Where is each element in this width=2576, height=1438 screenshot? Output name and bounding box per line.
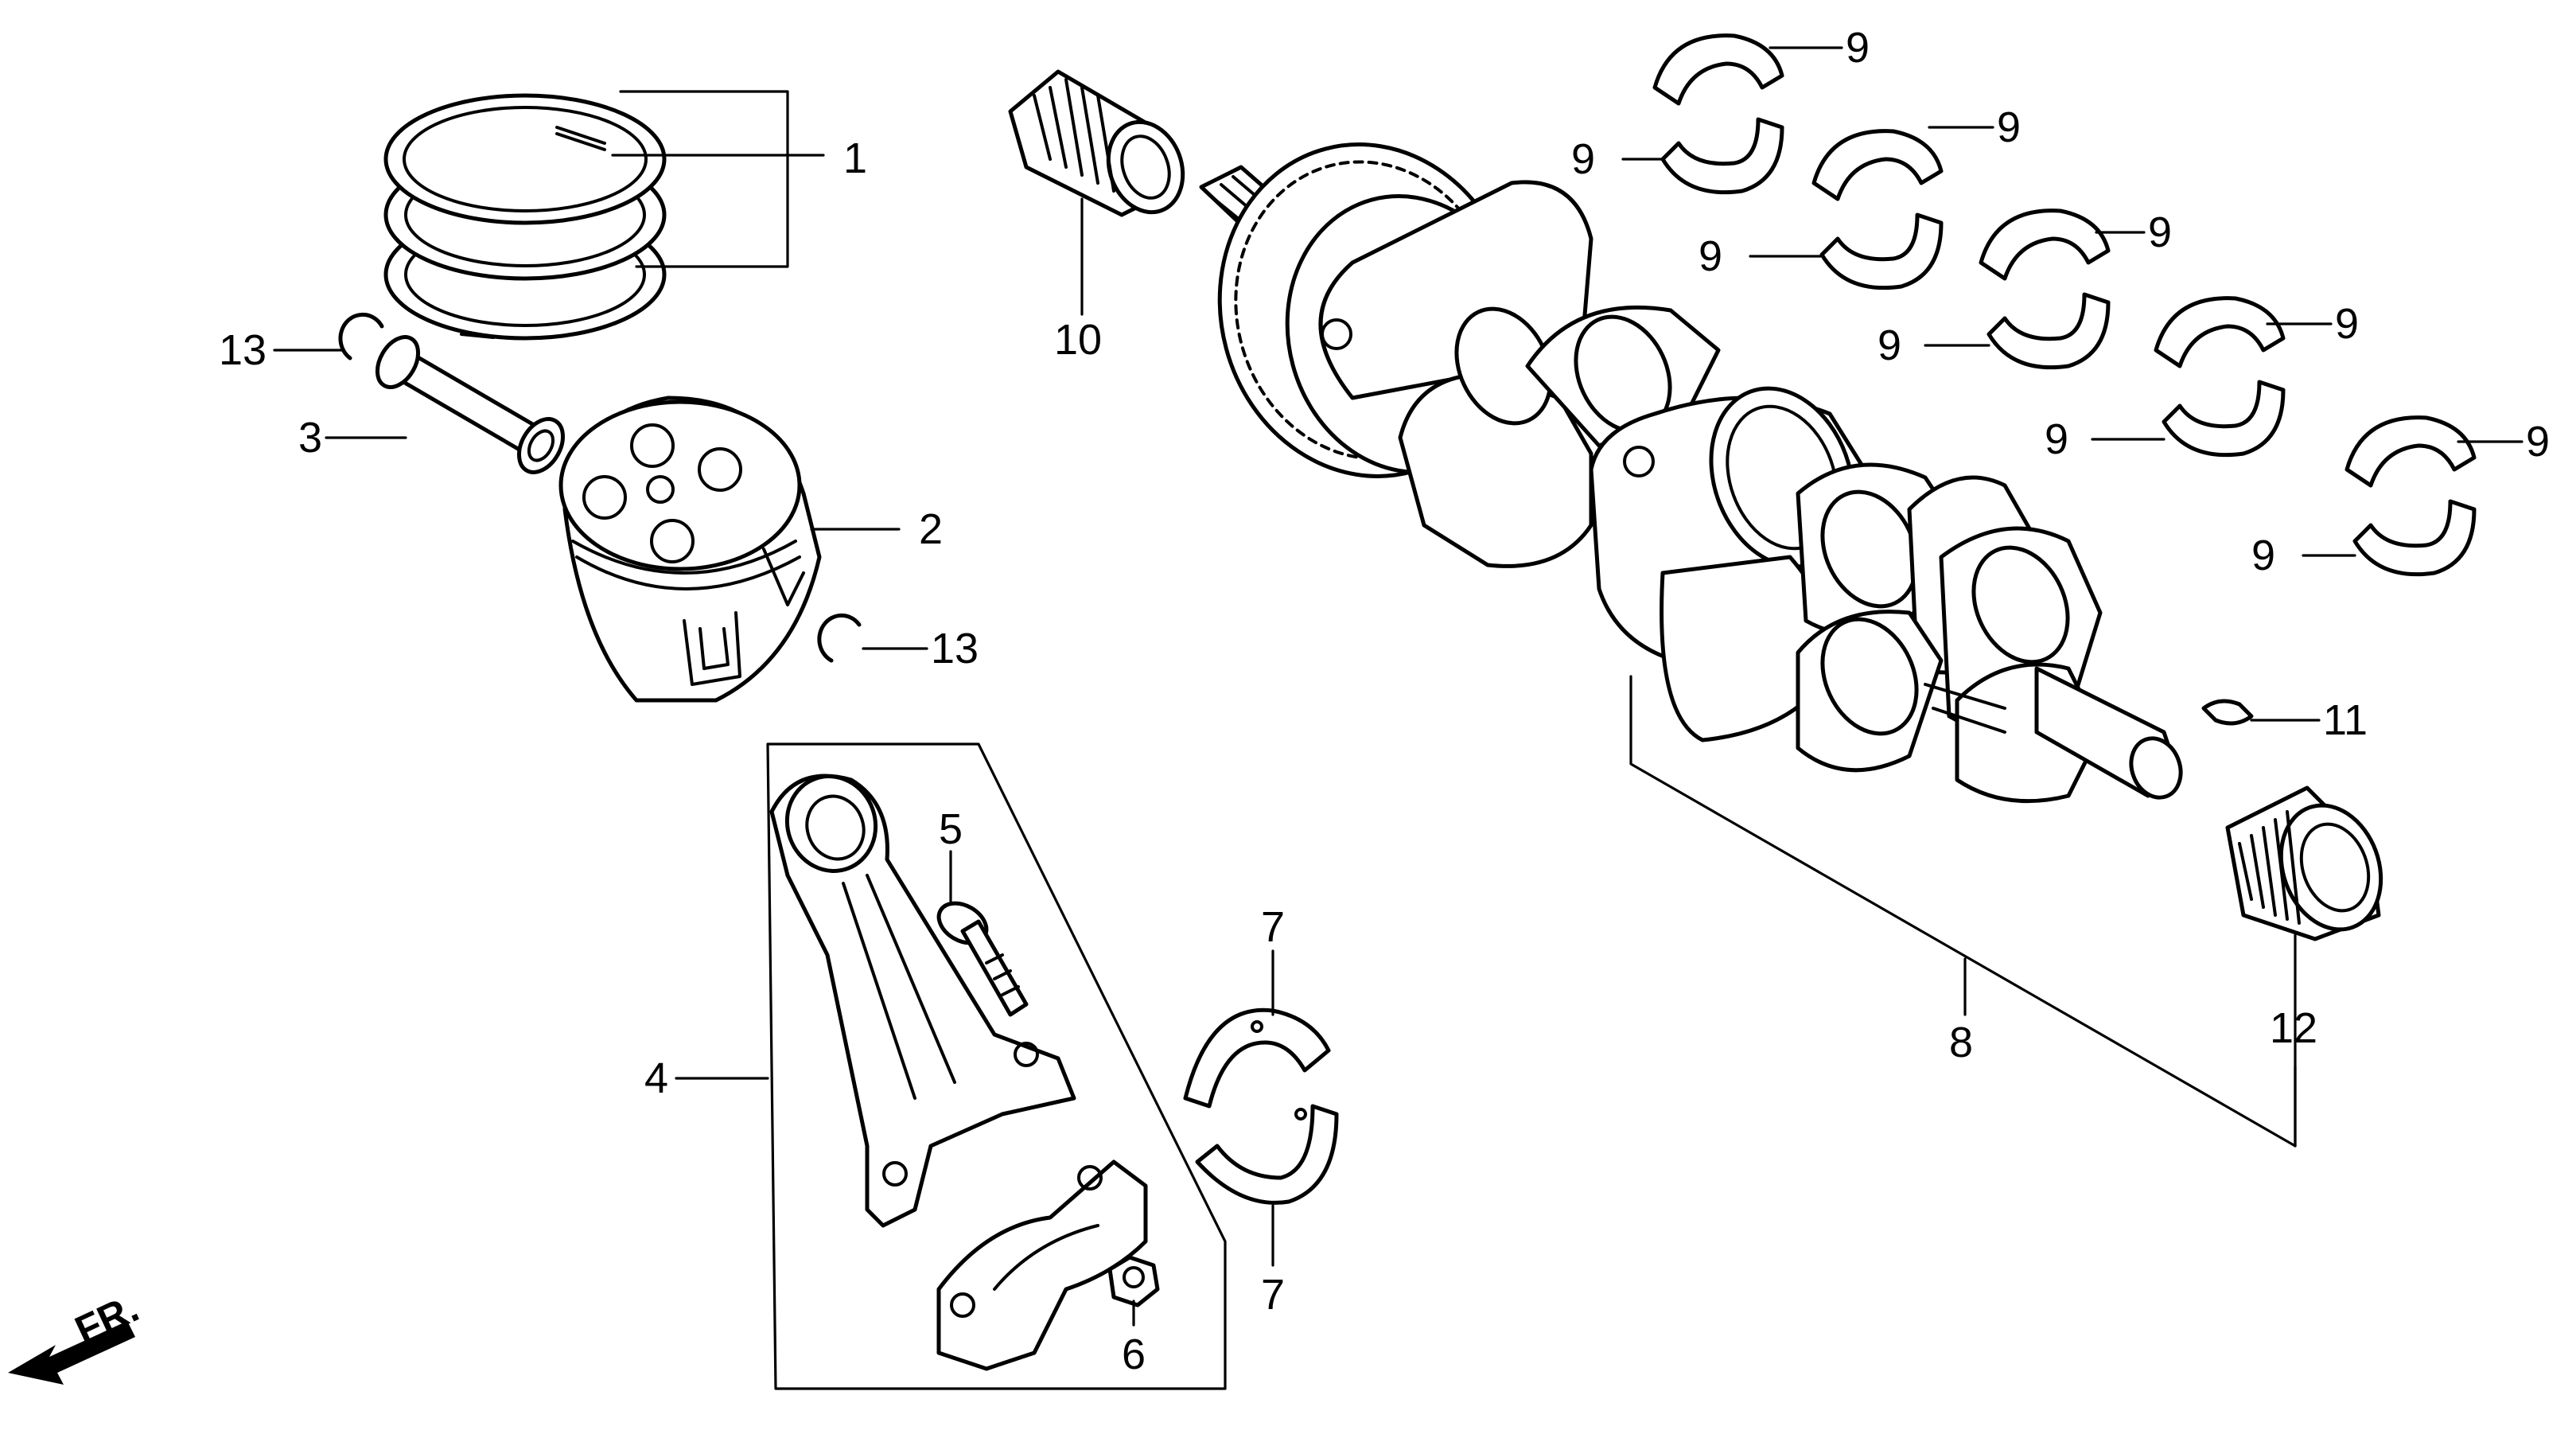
callout-9: 9 (1699, 232, 1722, 280)
callout-9: 9 (2148, 208, 2172, 256)
callout-7-upper: 7 (1261, 903, 1285, 951)
callout-13-lower: 13 (931, 625, 979, 672)
callout-9: 9 (2526, 418, 2550, 466)
callout-12: 12 (2270, 1004, 2317, 1052)
callout-6: 6 (1122, 1331, 1146, 1378)
piston-pin-clip-upper (338, 312, 384, 360)
connecting-rod-assembly (769, 774, 1148, 1371)
connecting-rod-bolt (936, 901, 1029, 1017)
crankshaft (1199, 142, 2183, 804)
callout-1: 1 (843, 134, 867, 182)
callout-numbers: 1 2 3 4 5 6 7 7 8 9 9 9 9 9 9 9 9 9 9 10… (219, 24, 2550, 1378)
callout-9: 9 (2251, 532, 2275, 579)
primary-drive-gear-sleeve (1008, 69, 1185, 217)
callout-9: 9 (1997, 103, 2021, 151)
connecting-rod-nut (1107, 1255, 1160, 1307)
connecting-rod-bearing-lower (1195, 1104, 1339, 1205)
callout-9: 9 (1878, 322, 1901, 369)
callout-2: 2 (919, 505, 943, 553)
callout-7-lower: 7 (1261, 1271, 1285, 1319)
arrow-icon (8, 1321, 135, 1385)
callout-11: 11 (2323, 696, 2368, 744)
main-bearing-set (1652, 33, 2477, 577)
callout-8: 8 (1949, 1019, 1973, 1066)
woodruff-key (2201, 699, 2254, 726)
callout-10: 10 (1054, 316, 1102, 364)
connecting-rod-bearing-upper (1183, 1007, 1331, 1109)
callout-13-upper: 13 (219, 326, 267, 374)
callout-4: 4 (644, 1054, 668, 1102)
front-direction-indicator: FR. (8, 1285, 146, 1385)
piston-rings (383, 93, 667, 341)
piston (558, 396, 822, 703)
callout-9: 9 (2335, 300, 2359, 348)
leader-lines (273, 46, 2523, 1327)
piston-pin-clip-lower (817, 613, 862, 663)
crankshaft-bearing (2225, 785, 2383, 941)
callout-9: 9 (2045, 415, 2068, 463)
callout-9: 9 (1846, 24, 1870, 72)
callout-9: 9 (1571, 135, 1595, 183)
callout-3: 3 (298, 414, 322, 462)
front-label: FR. (68, 1285, 146, 1353)
callout-5: 5 (939, 805, 963, 853)
piston-pin (375, 335, 565, 474)
rod-group-outline (766, 742, 1227, 1390)
